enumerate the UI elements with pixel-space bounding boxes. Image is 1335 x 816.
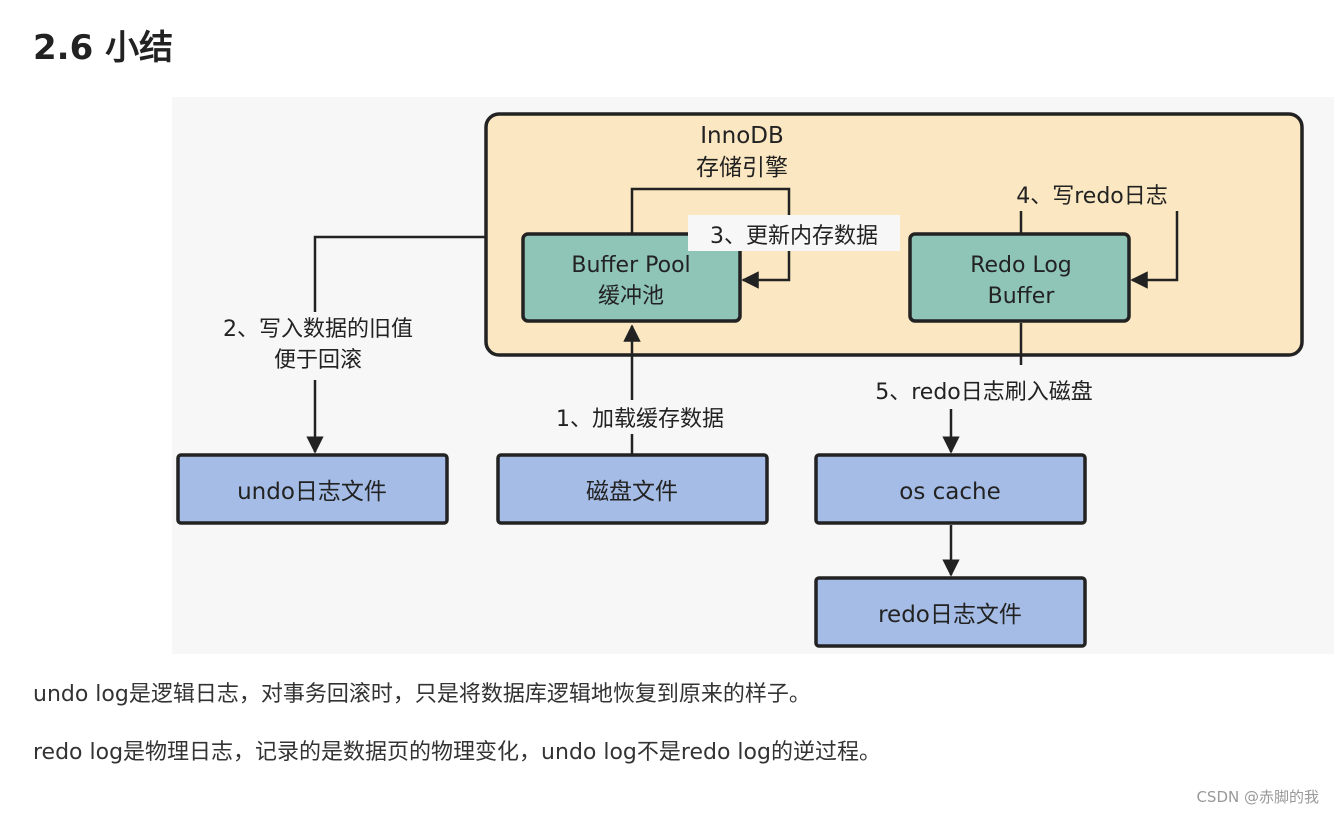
step1-label: 1、加载缓存数据 <box>556 407 724 432</box>
redo-file-label: redo日志文件 <box>878 602 1022 628</box>
step3-label-bg <box>688 215 900 251</box>
buffer-pool-label-line1: Buffer Pool <box>571 253 690 278</box>
step3-label: 3、更新内存数据 <box>710 224 878 249</box>
redo-log-description: redo log是物理日志，记录的是数据页的物理变化，undo log不是red… <box>33 740 881 765</box>
os-cache-label: os cache <box>899 479 1000 505</box>
buffer-pool-label-line2: 缓冲池 <box>598 284 664 309</box>
innodb-log-diagram: InnoDB 存储引擎 Buffer Pool 缓冲池 Redo Log Buf… <box>172 97 1334 654</box>
diagram-canvas: InnoDB 存储引擎 Buffer Pool 缓冲池 Redo Log Buf… <box>172 97 1334 654</box>
engine-title-line2: 存储引擎 <box>696 155 788 181</box>
section-heading: 2.6 小结 <box>33 28 174 68</box>
step4-label: 4、写redo日志 <box>1016 184 1168 209</box>
step2-label-line2: 便于回滚 <box>274 348 362 373</box>
csdn-watermark: CSDN @赤脚的我 <box>1196 788 1319 806</box>
step2-label-line1: 2、写入数据的旧值 <box>223 317 413 342</box>
write-undo-arrow <box>306 235 486 454</box>
disk-file-box <box>496 453 769 525</box>
update-memory-arrow <box>630 187 791 289</box>
disk-file-label: 磁盘文件 <box>586 479 678 505</box>
step5-label: 5、redo日志刷入磁盘 <box>875 380 1093 405</box>
undo-file-box <box>176 453 449 525</box>
os-cache-box <box>814 453 1087 525</box>
engine-title-line1: InnoDB <box>700 123 784 149</box>
redo-buffer-label-line2: Buffer <box>988 284 1056 309</box>
redo-log-buffer-box <box>908 232 1131 323</box>
step4-label-bg <box>1002 177 1182 211</box>
redo-file-box <box>814 576 1087 648</box>
redo-buffer-label-line1: Redo Log <box>970 253 1072 278</box>
step1-label-bg <box>532 400 752 434</box>
undo-log-description: undo log是逻辑日志，对事务回滚时，只是将数据库逻辑地恢复到原来的样子。 <box>33 682 811 707</box>
undo-file-label: undo日志文件 <box>237 479 387 505</box>
step2-label-bg <box>194 312 444 380</box>
